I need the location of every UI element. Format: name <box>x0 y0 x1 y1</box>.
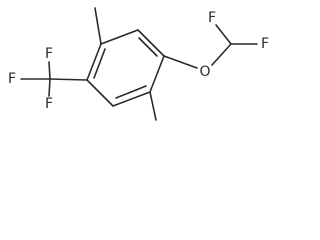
ring-bond-c6-c1 <box>86 43 102 81</box>
atom-fluorine-top-right: F <box>261 36 269 52</box>
bond-cf3-to-f-bottom <box>48 78 51 97</box>
atom-fluorine-top-left: F <box>208 10 216 26</box>
ring-double-bond-c6-c1 <box>93 48 106 79</box>
atom-oxygen: O <box>199 64 210 80</box>
ring-bond-c3-c4 <box>149 55 165 93</box>
atom-fluorine-cf3-left: F <box>8 71 16 87</box>
chemical-structure: F F O F F F <box>8 7 269 121</box>
atom-fluorine-cf3-bottom: F <box>45 96 53 112</box>
bond-cf3-to-f-top <box>48 61 51 80</box>
ring-double-bond-c2-c3 <box>138 37 158 57</box>
benzene-ring <box>86 29 165 107</box>
bond-ring-to-cf3-carbon <box>49 78 88 81</box>
ring-double-bond-c4-c5 <box>115 85 147 99</box>
bond-oxygen-to-carbon <box>211 43 232 66</box>
bond-carbon-to-f-left <box>215 24 232 45</box>
ring-bond-c4-c5 <box>112 91 151 107</box>
methyl-bond-bottom <box>149 91 157 121</box>
atom-fluorine-cf3-top: F <box>45 46 53 62</box>
ring-bond-c1-c2 <box>100 29 139 45</box>
bond-ring-to-oxygen <box>163 55 198 69</box>
ring-bond-c2-c3 <box>137 29 165 57</box>
methyl-bond-top <box>94 7 102 45</box>
ring-bond-c5-c6 <box>86 79 114 107</box>
